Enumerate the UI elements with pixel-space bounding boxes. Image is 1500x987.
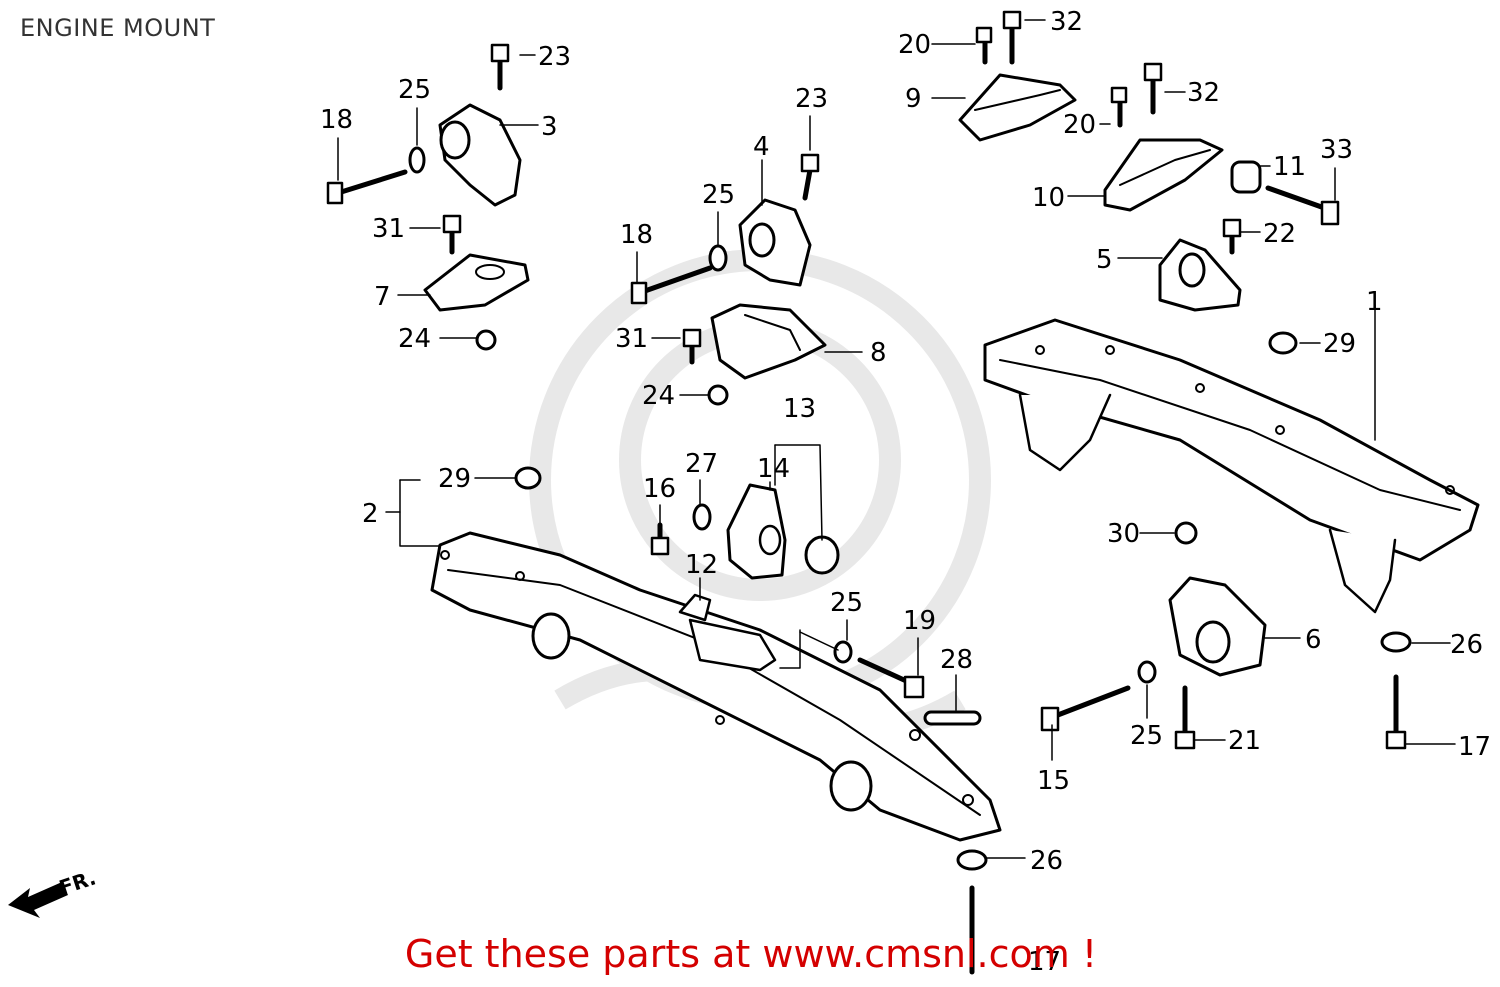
plate-28 bbox=[923, 710, 982, 726]
washer-25b bbox=[708, 244, 728, 272]
nut-24a bbox=[475, 329, 497, 351]
bushing-13 bbox=[804, 535, 840, 575]
washer-27 bbox=[692, 503, 712, 531]
washer-25d bbox=[1137, 660, 1157, 684]
callout: 20 bbox=[898, 30, 931, 60]
front-arrow-icon bbox=[8, 882, 68, 918]
nut-26a bbox=[1380, 631, 1412, 653]
callout: 18 bbox=[620, 220, 653, 250]
callout: 4 bbox=[753, 132, 770, 162]
stud-21 bbox=[1174, 685, 1196, 750]
nut-29a bbox=[514, 466, 542, 490]
callout: 28 bbox=[940, 645, 973, 675]
washer-25a bbox=[408, 146, 426, 174]
bolt-15 bbox=[1040, 685, 1131, 732]
nut-30 bbox=[1174, 521, 1198, 545]
callout: 24 bbox=[398, 324, 431, 354]
bracket-7 bbox=[423, 253, 530, 312]
callout: 26 bbox=[1450, 630, 1483, 660]
callout: 31 bbox=[615, 324, 648, 354]
callout: 15 bbox=[1037, 766, 1070, 796]
callout: 23 bbox=[795, 84, 828, 114]
crossmember-rear bbox=[983, 318, 1480, 614]
callout: 9 bbox=[905, 84, 922, 114]
callout: 21 bbox=[1228, 726, 1261, 756]
callout: 14 bbox=[757, 454, 790, 484]
bolt-31a bbox=[442, 214, 462, 255]
callout: 12 bbox=[685, 550, 718, 580]
callout: 13 bbox=[783, 394, 816, 424]
callout: 19 bbox=[903, 606, 936, 636]
callout: 22 bbox=[1263, 219, 1296, 249]
mount-6 bbox=[1168, 576, 1267, 677]
bolt-18b bbox=[630, 265, 713, 305]
callout: 24 bbox=[642, 381, 675, 411]
callout: 2 bbox=[362, 499, 379, 529]
washer-25c bbox=[833, 640, 853, 664]
bushing-11 bbox=[1230, 160, 1262, 194]
front-label: FR. bbox=[56, 865, 99, 899]
callout: 25 bbox=[702, 180, 735, 210]
bolt-22 bbox=[1222, 218, 1242, 255]
callout: 18 bbox=[320, 105, 353, 135]
callout: 32 bbox=[1187, 78, 1220, 108]
callout: 7 bbox=[374, 282, 391, 312]
bolt-20b bbox=[1110, 86, 1128, 128]
callout: 1 bbox=[1366, 287, 1383, 317]
callout: 33 bbox=[1320, 135, 1353, 165]
callout: 3 bbox=[541, 112, 558, 142]
callout: 25 bbox=[398, 75, 431, 105]
bolt-23a bbox=[490, 43, 510, 91]
callout: 8 bbox=[870, 338, 887, 368]
bracket-12 bbox=[678, 593, 712, 622]
stud-17a bbox=[1385, 674, 1407, 750]
bolt-16 bbox=[650, 522, 670, 556]
callout: 17 bbox=[1458, 732, 1491, 762]
page-title: ENGINE MOUNT bbox=[20, 14, 216, 42]
bracket-10 bbox=[1103, 138, 1224, 212]
bracket-9 bbox=[958, 73, 1077, 142]
callout: 31 bbox=[372, 214, 405, 244]
mount-5 bbox=[1158, 238, 1242, 312]
bolt-32a bbox=[1002, 10, 1022, 65]
callout-labels: 1 2 3 4 5 6 7 8 9 10 11 12 13 14 15 16 1… bbox=[320, 7, 1491, 977]
callout: 25 bbox=[830, 588, 863, 618]
mount-14 bbox=[726, 483, 787, 580]
bolt-18a bbox=[326, 169, 408, 205]
callout: 16 bbox=[643, 474, 676, 504]
callout: 5 bbox=[1096, 245, 1113, 275]
callout: 6 bbox=[1305, 625, 1322, 655]
bolt-33 bbox=[1265, 185, 1340, 226]
nut-29b bbox=[1268, 331, 1298, 355]
mount-4 bbox=[738, 198, 812, 287]
callout: 30 bbox=[1107, 519, 1140, 549]
callout: 32 bbox=[1050, 7, 1083, 37]
promo-banner[interactable]: Get these parts at www.cmsnl.com ! bbox=[0, 932, 1500, 976]
callout: 20 bbox=[1063, 110, 1096, 140]
bolt-23b bbox=[800, 153, 820, 201]
bolt-19 bbox=[857, 657, 925, 699]
callout: 23 bbox=[538, 42, 571, 72]
promo-banner-text[interactable]: Get these parts at www.cmsnl.com ! bbox=[404, 932, 1098, 976]
callout: 17 bbox=[1028, 947, 1061, 977]
bracket-8 bbox=[710, 303, 827, 380]
callout: 29 bbox=[1323, 329, 1356, 359]
mount-3 bbox=[438, 103, 522, 207]
callout: 26 bbox=[1030, 846, 1063, 876]
callout: 11 bbox=[1273, 152, 1306, 182]
leader-lines bbox=[337, 19, 1456, 859]
bolt-20a bbox=[975, 26, 993, 65]
crossmember-front bbox=[430, 531, 1002, 842]
callout: 10 bbox=[1032, 183, 1065, 213]
callout: 29 bbox=[438, 464, 471, 494]
callout: 27 bbox=[685, 449, 718, 479]
nut-24b bbox=[707, 384, 729, 406]
nut-26b bbox=[956, 849, 988, 871]
callout: 25 bbox=[1130, 721, 1163, 751]
bolt-32b bbox=[1143, 62, 1163, 115]
bolt-31b bbox=[682, 328, 702, 365]
